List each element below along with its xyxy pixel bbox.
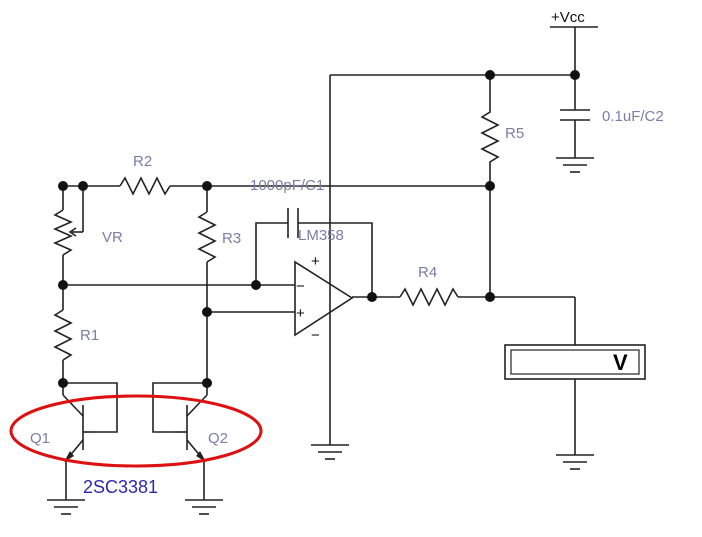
vcc-label: +Vcc [551, 9, 585, 26]
opamp-inverting-sign: − [296, 278, 305, 295]
transistor-q2 [152, 382, 208, 500]
q1-label: Q1 [30, 430, 50, 447]
ground-opamp [311, 444, 349, 460]
ground-meter [556, 454, 594, 470]
opamp-noninverting-sign: + [296, 305, 305, 322]
r2-label: R2 [133, 153, 152, 170]
top-rail-wire [329, 74, 575, 445]
c1-label: 1000pF/C1 [250, 177, 324, 194]
opamp-plus-supply: + [311, 253, 320, 270]
c2-label: 0.1uF/C2 [602, 108, 664, 125]
highlight-ellipse [9, 394, 263, 468]
ground-q2 [185, 499, 223, 515]
r4-label: R4 [418, 264, 437, 281]
capacitor-c2 [560, 75, 590, 158]
opamp-label: LM358 [298, 227, 344, 244]
resistor-r4 [372, 287, 576, 345]
junction-dots [58, 70, 580, 388]
q2-label: Q2 [208, 430, 228, 447]
resistor-r1 [53, 285, 73, 383]
voltmeter [504, 344, 646, 455]
meter-label: V [613, 350, 628, 375]
ground-q1 [47, 499, 85, 515]
r3-label: R3 [222, 230, 241, 247]
vcc-supply [550, 26, 598, 75]
ground-c2 [556, 157, 594, 173]
r2-rail-wire [63, 176, 491, 297]
capacitor-c1 [255, 208, 373, 297]
vr-label: VR [102, 229, 123, 246]
opamp-lm358 [294, 260, 372, 337]
resistor-r5 [480, 100, 500, 185]
opamp-minus-supply: − [311, 327, 320, 344]
r5-label: R5 [505, 125, 524, 142]
potentiometer-vr [53, 186, 84, 285]
r1-label: R1 [80, 327, 99, 344]
part-number-label: 2SC3381 [83, 477, 158, 497]
